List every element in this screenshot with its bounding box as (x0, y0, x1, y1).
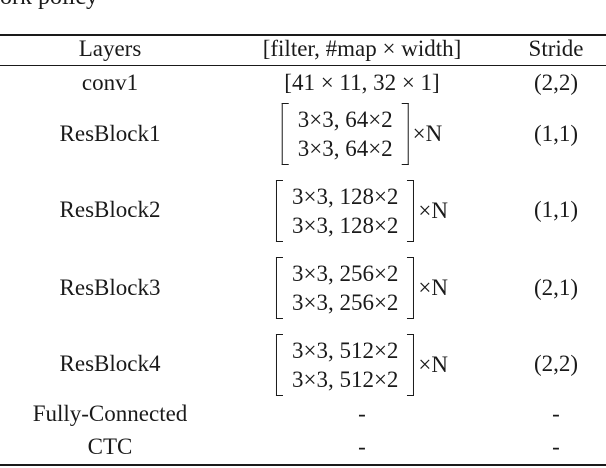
left-bracket (275, 257, 283, 319)
filter-matrix: 3×3, 512×2 3×3, 512×2 (283, 336, 407, 394)
row-resblock4-layer: ResBlock4 (59, 351, 161, 376)
row-fc-stride: - (552, 401, 560, 426)
filter-line: 3×3, 256×2 (291, 261, 399, 286)
repeat-multiplier: ×N (418, 352, 449, 377)
row-resblock1-layer: ResBlock1 (59, 121, 161, 146)
repeat-multiplier: ×N (418, 275, 449, 300)
filter-line: 3×3, 256×2 (291, 290, 399, 315)
row-resblock3-layer: ResBlock3 (59, 275, 161, 300)
row-ctc-filter: - (358, 434, 366, 459)
filter-line: 3×3, 128×2 (291, 213, 399, 238)
repeat-multiplier: ×N (418, 198, 449, 223)
right-bracket (407, 257, 415, 319)
header-rule (0, 65, 606, 67)
row-ctc-stride: - (552, 434, 560, 459)
filter-line: 3×3, 512×2 (291, 367, 399, 392)
left-bracket (275, 180, 283, 242)
row-resblock4-stride: (2,2) (533, 351, 579, 376)
left-bracket (281, 103, 289, 165)
row-resblock2-layer: ResBlock2 (59, 197, 161, 222)
repeat-multiplier: ×N (412, 121, 443, 146)
filter-line: 3×3, 64×2 (297, 107, 393, 132)
header-filter: [filter, #map × width] (262, 36, 462, 61)
header-layers: Layers (78, 36, 142, 61)
row-resblock3-filter-block: 3×3, 256×2 3×3, 256×2 ×N (275, 257, 449, 319)
filter-matrix: 3×3, 64×2 3×3, 64×2 (289, 105, 402, 163)
right-bracket (401, 103, 409, 165)
row-conv1-stride: (2,2) (533, 70, 579, 95)
filter-matrix: 3×3, 256×2 3×3, 256×2 (283, 259, 407, 317)
row-ctc-layer: CTC (87, 434, 133, 459)
left-bracket (275, 334, 283, 396)
filter-matrix: 3×3, 128×2 3×3, 128×2 (283, 182, 407, 240)
row-conv1-filter: [41 × 11, 32 × 1] (284, 70, 440, 95)
row-fc-filter: - (358, 401, 366, 426)
row-resblock2-filter-block: 3×3, 128×2 3×3, 128×2 ×N (275, 180, 449, 242)
row-conv1-layer: conv1 (81, 70, 139, 95)
right-bracket (407, 334, 415, 396)
table-top-rule (0, 34, 606, 36)
caption-fragment: ork policy (0, 0, 606, 10)
row-resblock2-stride: (1,1) (533, 197, 579, 222)
row-resblock1-filter-block: 3×3, 64×2 3×3, 64×2 ×N (281, 103, 443, 165)
row-fc-layer: Fully-Connected (32, 401, 188, 426)
header-stride: Stride (528, 36, 584, 61)
filter-line: 3×3, 64×2 (297, 136, 393, 161)
right-bracket (407, 180, 415, 242)
filter-line: 3×3, 512×2 (291, 338, 399, 363)
row-resblock1-stride: (1,1) (533, 121, 579, 146)
table-bottom-rule (0, 464, 606, 466)
row-resblock4-filter-block: 3×3, 512×2 3×3, 512×2 ×N (275, 334, 449, 396)
filter-line: 3×3, 128×2 (291, 184, 399, 209)
row-resblock3-stride: (2,1) (533, 275, 579, 300)
